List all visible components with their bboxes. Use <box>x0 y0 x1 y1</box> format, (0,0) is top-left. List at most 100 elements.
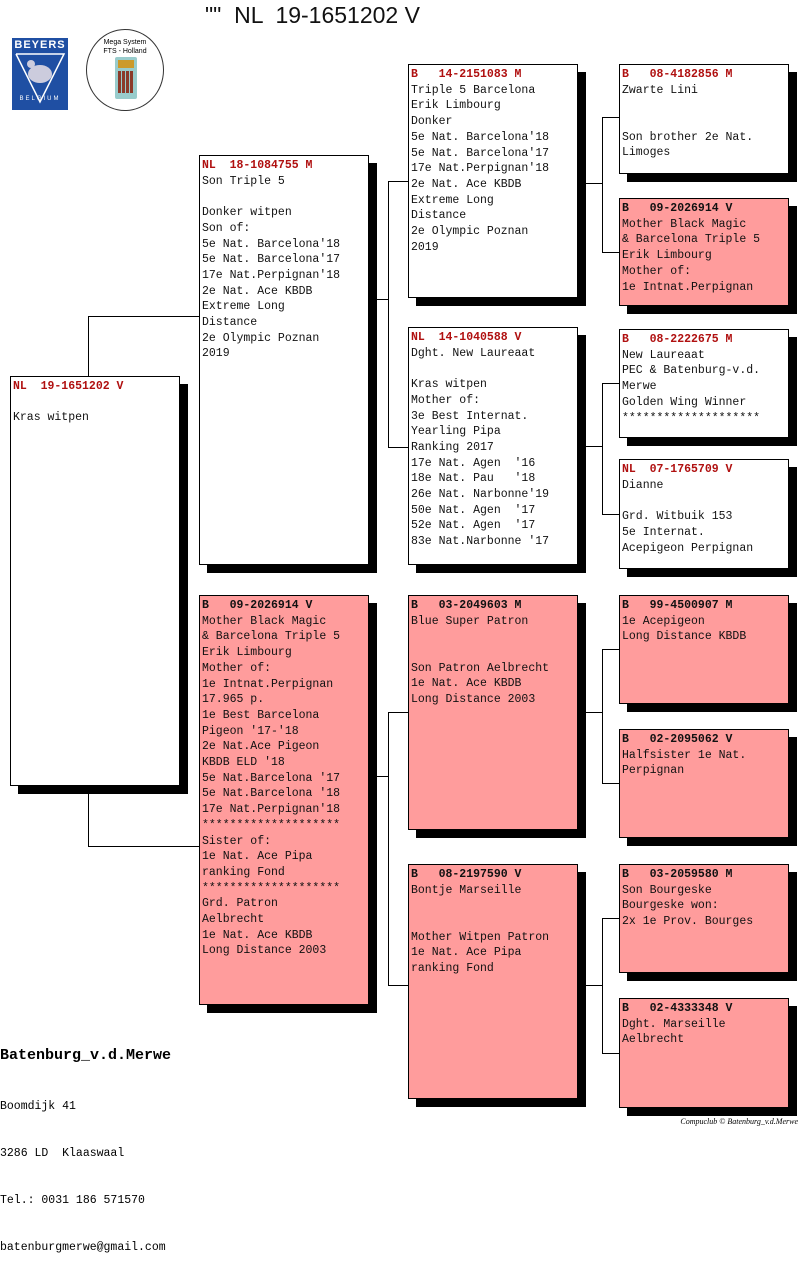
pigeon-note-line <box>13 395 179 411</box>
pigeon-note-line: 50e Nat. Agen '17 <box>411 503 536 517</box>
pigeon-note-line: 2019 <box>411 240 439 254</box>
pigeon-note-line: Kras witpen <box>13 411 89 425</box>
owner-address: Boomdijk 41 <box>0 1099 76 1113</box>
owner-info: Batenburg_v.d.Merwe Boomdijk 41 3286 LD … <box>0 1014 171 1272</box>
pigeon-note-line: ranking Fond <box>202 865 285 879</box>
pigeon-note-line: Erik Limbourg <box>622 249 712 263</box>
pigeon-note-line: Distance <box>202 316 258 330</box>
ring-number: B 09-2026914 V <box>202 599 313 612</box>
pigeon-note-line: Grd. Patron <box>202 897 278 911</box>
pigeon-note-line: 5e Nat.Barcelona '18 <box>202 787 341 801</box>
pigeon-note-line: 5e Nat.Barcelona '17 <box>202 771 341 785</box>
calculator-icon <box>115 57 137 99</box>
pigeon-note-line: Grd. Witbuik 153 <box>622 510 733 524</box>
beyers-logo: BEYERS BELGIUM <box>12 38 68 110</box>
pigeon-note-line: 2e Nat.Ace Pigeon <box>202 740 320 754</box>
owner-email[interactable]: batenburgmerwe@gmail.com <box>0 1241 166 1255</box>
pigeon-note-line: 2019 <box>202 347 230 361</box>
pigeon-note-line: Golden Wing Winner <box>622 395 747 409</box>
pigeon-note-line: Long Distance 2003 <box>202 944 327 958</box>
mega-system-logo: Mega System FTS - Holland <box>86 29 164 111</box>
ring-number: NL 07-1765709 V <box>622 463 733 476</box>
pigeon-note-line: Son brother 2e Nat. <box>622 130 754 144</box>
pigeon-note-line: 1e Nat. Ace KBDB <box>202 928 313 942</box>
pigeon-note-line: Perpignan <box>622 764 685 778</box>
owner-phone: Tel.: 0031 186 571570 <box>0 1194 145 1208</box>
pigeon-note-line: Mother Black Magic <box>622 217 747 231</box>
pigeon-note-line <box>202 189 368 205</box>
pigeon-note-line <box>411 629 577 645</box>
ring-number: B 09-2026914 V <box>622 202 733 215</box>
pigeon-note-line: 5e Nat. Barcelona'18 <box>202 237 341 251</box>
pigeon-note-line: Bourgeske won: <box>622 899 719 913</box>
ring-number: B 02-2095062 V <box>622 733 733 746</box>
pigeon-note-line <box>411 645 577 661</box>
pigeon-note-line: ******************** <box>202 818 341 832</box>
pigeon-note-line: 1e Nat. Ace Pipa <box>202 850 313 864</box>
pigeon-note-line: Mother of: <box>202 661 272 675</box>
pigeon-note-line: Son Bourgeske <box>622 883 712 897</box>
ring-number: NL 19-1651202 V <box>13 380 124 393</box>
pigeon-note-line: 2x 1e Prov. Bourges <box>622 915 754 929</box>
pigeon-note-line: Extreme Long <box>411 193 494 207</box>
pigeon-note-line: Aelbrecht <box>202 913 265 927</box>
pigeon-note-line: Limoges <box>622 146 671 160</box>
pigeon-note-line: Donker <box>411 115 453 129</box>
pigeon-note-line: 5e Nat. Barcelona'17 <box>202 253 341 267</box>
ring-number: B 03-2049603 M <box>411 599 522 612</box>
pigeon-note-line: 5e Nat. Barcelona'18 <box>411 130 550 144</box>
beyers-logo-subtext: BELGIUM <box>19 96 61 102</box>
pigeon-note-line: Mother of: <box>411 393 481 407</box>
pigeon-note-line: Ranking 2017 <box>411 440 494 454</box>
software-credit: Compuclub © Batenburg_v.d.Merwe <box>680 1117 798 1126</box>
pigeon-note-line: Dianne <box>622 478 664 492</box>
beyers-logo-text: BEYERS <box>14 39 66 51</box>
pigeon-note-line: Extreme Long <box>202 300 285 314</box>
pigeon-note-line: Son of: <box>202 221 251 235</box>
pigeon-note-line: ******************** <box>622 411 761 425</box>
pigeon-note-line: 18e Nat. Pau '18 <box>411 472 536 486</box>
pedigree-title: "" NL 19-1651202 V <box>205 2 420 28</box>
pigeon-note-line: Mother of: <box>622 264 692 278</box>
pigeon-note-line: 1e Best Barcelona <box>202 708 320 722</box>
pigeon-note-line: 17e Nat.Perpignan'18 <box>411 162 550 176</box>
ring-number: B 08-4182856 M <box>622 68 733 81</box>
pigeon-icon <box>15 53 66 104</box>
pigeon-note-line: Mother Witpen Patron <box>411 930 550 944</box>
pigeon-note-line: Aelbrecht <box>622 1033 685 1047</box>
pigeon-note-line: & Barcelona Triple 5 <box>202 630 341 644</box>
ring-number: B 03-2059580 M <box>622 868 733 881</box>
pigeon-note-line: ******************** <box>202 881 341 895</box>
subject-pigeon-card[interactable]: NL 19-1651202 V Kras witpen <box>10 376 180 786</box>
pigeon-note-line: 83e Nat.Narbonne '17 <box>411 535 550 549</box>
pigeon-note-line: Yearling Pipa <box>411 425 501 439</box>
pigeon-note-line: 1e Nat. Ace Pipa <box>411 946 522 960</box>
pigeon-note-line: 1e Nat. Ace KBDB <box>411 677 522 691</box>
pigeon-note-line: 17e Nat. Agen '16 <box>411 456 536 470</box>
pigeon-note-line <box>622 493 788 509</box>
ring-number: B 02-4333348 V <box>622 1002 733 1015</box>
pigeon-note-line <box>622 98 788 114</box>
ring-number: NL 14-1040588 V <box>411 331 522 344</box>
ring-number: NL 18-1084755 M <box>202 159 313 172</box>
pigeon-note-line: 2e Olympic Poznan <box>411 225 529 239</box>
pigeon-note-line: New Laureaat <box>622 348 705 362</box>
pigeon-note-line: Erik Limbourg <box>202 646 292 660</box>
pigeon-note-line: Son Triple 5 <box>202 174 285 188</box>
pigeon-note-line: Triple 5 Barcelona <box>411 83 536 97</box>
pigeon-note-line: Blue Super Patron <box>411 614 529 628</box>
